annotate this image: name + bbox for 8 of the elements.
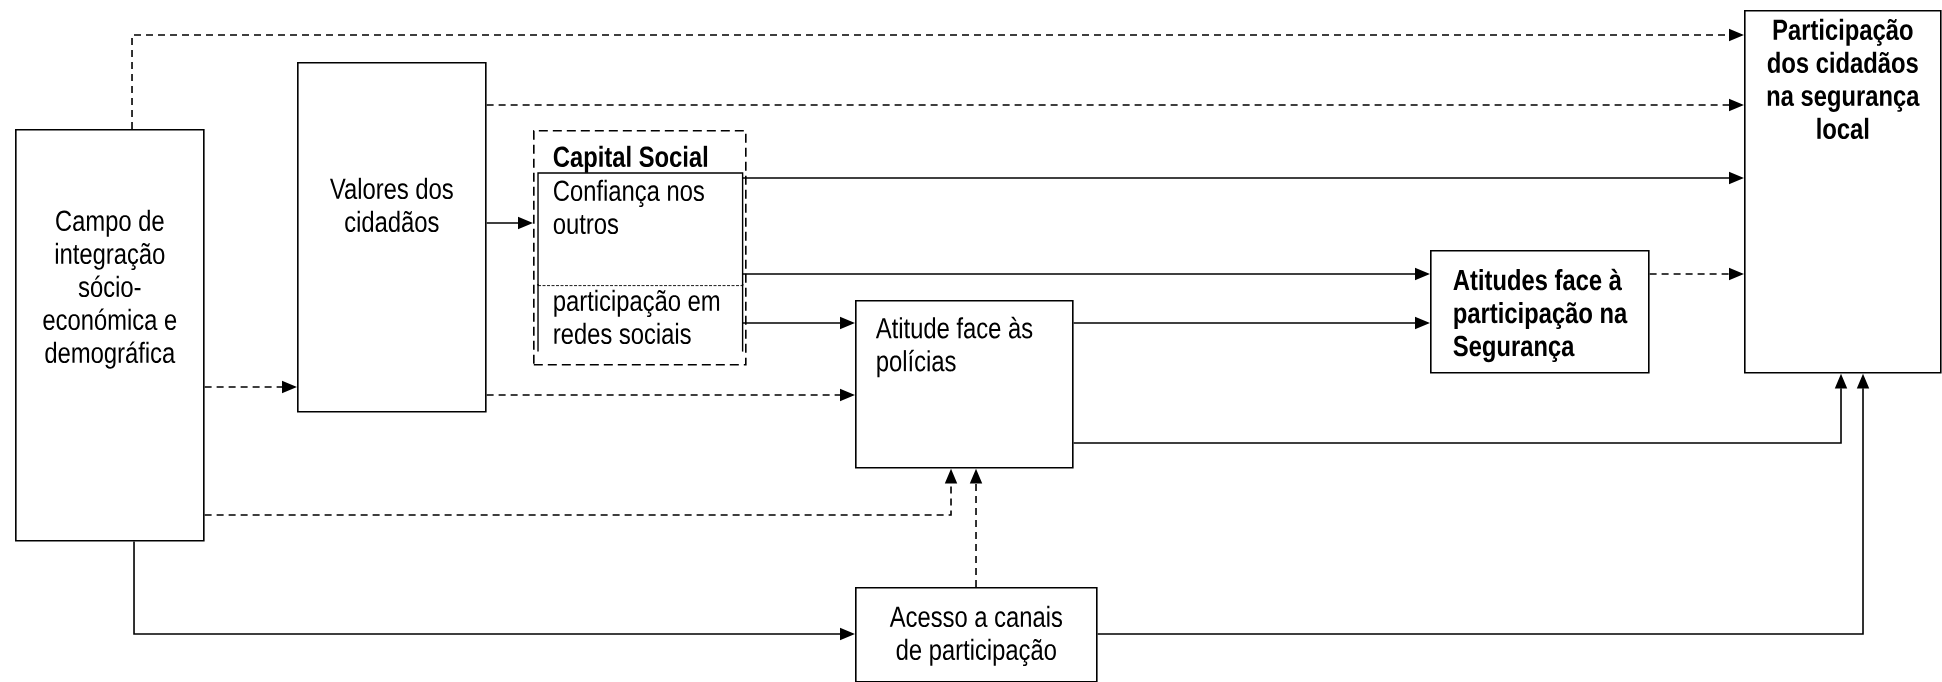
process-box: Atitude face às polícias xyxy=(855,300,1074,469)
text-box: participação em redes sociais xyxy=(537,283,744,353)
outcome-box: Participação dos cidadãos na segurança local xyxy=(1744,10,1942,374)
process-box: Campo de integração sócio-económica e demográfica xyxy=(15,129,205,542)
process-box: Valores dos cidadãos xyxy=(297,62,487,413)
text-box: Confiança nos outros xyxy=(537,172,744,287)
process-box: Acesso a canais de participação xyxy=(855,587,1098,682)
process-box: Atitudes face à participação na Segurança xyxy=(1430,250,1650,374)
